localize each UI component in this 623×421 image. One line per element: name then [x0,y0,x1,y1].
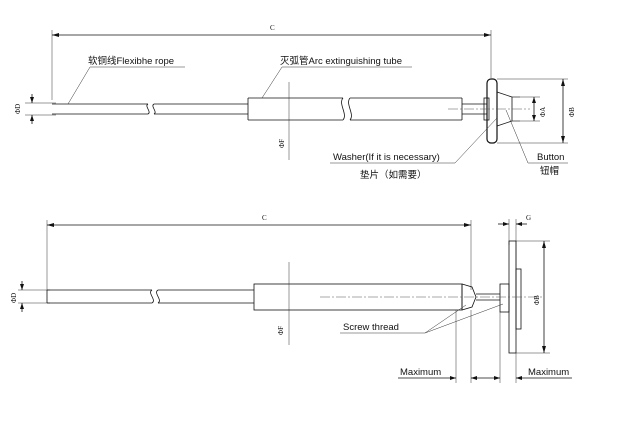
top-dim-phi-a-label: ΦA [539,107,547,117]
arc-tube [247,97,491,121]
button-head [483,78,520,144]
top-dim-c: C [51,24,492,100]
label-washer-cn: 垫片（如需要） [360,169,427,181]
bottom-dim-c: C [46,214,472,290]
bottom-dim-c-label: C [262,214,267,222]
top-dim-phi-a: ΦA [512,96,547,122]
bottom-dim-g: G [498,214,531,270]
flexible-rope [52,103,248,115]
bottom-dim-phi-d-label: ΦD [10,293,18,303]
top-dim-phi-d-label: ΦD [14,104,22,114]
top-dim-c-label: C [270,24,275,32]
label-maximum-left: Maximum [400,367,441,378]
top-leaders: 软铜线Flexibhe rope 灭弧管Arc extinguishing tu… [67,55,568,181]
bottom-rope [46,289,254,304]
bottom-dim-phi-b-label: ΦB [533,295,541,305]
bottom-dim-maximum: Maximum Maximum [398,310,572,383]
bottom-dim-phi-b: ΦB [516,240,550,354]
top-view: C ΦD [14,24,576,181]
top-dim-phi-b-label: ΦB [568,107,576,117]
screw-thread-leader: Screw thread [340,303,504,334]
label-maximum-right: Maximum [528,367,569,378]
label-button-cn: 钮帽 [540,165,559,177]
top-dim-phi-d: ΦD [14,94,56,124]
label-button: Button [537,152,564,163]
top-dim-phi-b: ΦB [497,78,576,144]
label-arc-tube: 灭弧管Arc extinguishing tube [280,55,402,67]
bottom-dim-phi-d: ΦD [10,281,50,312]
bottom-dim-g-label: G [526,214,531,222]
label-washer: Washer(If it is necessary) [333,152,440,163]
bottom-dim-phi-f: ΦF [277,262,290,345]
bottom-dim-phi-f-label: ΦF [277,326,285,335]
label-screw-thread: Screw thread [343,322,399,333]
bottom-view: C G ΦD [10,214,572,383]
top-dim-phi-f-label: ΦF [278,139,286,148]
top-dim-phi-f: ΦF [278,82,290,160]
label-flexible-rope: 软铜线Flexibhe rope [88,55,174,67]
